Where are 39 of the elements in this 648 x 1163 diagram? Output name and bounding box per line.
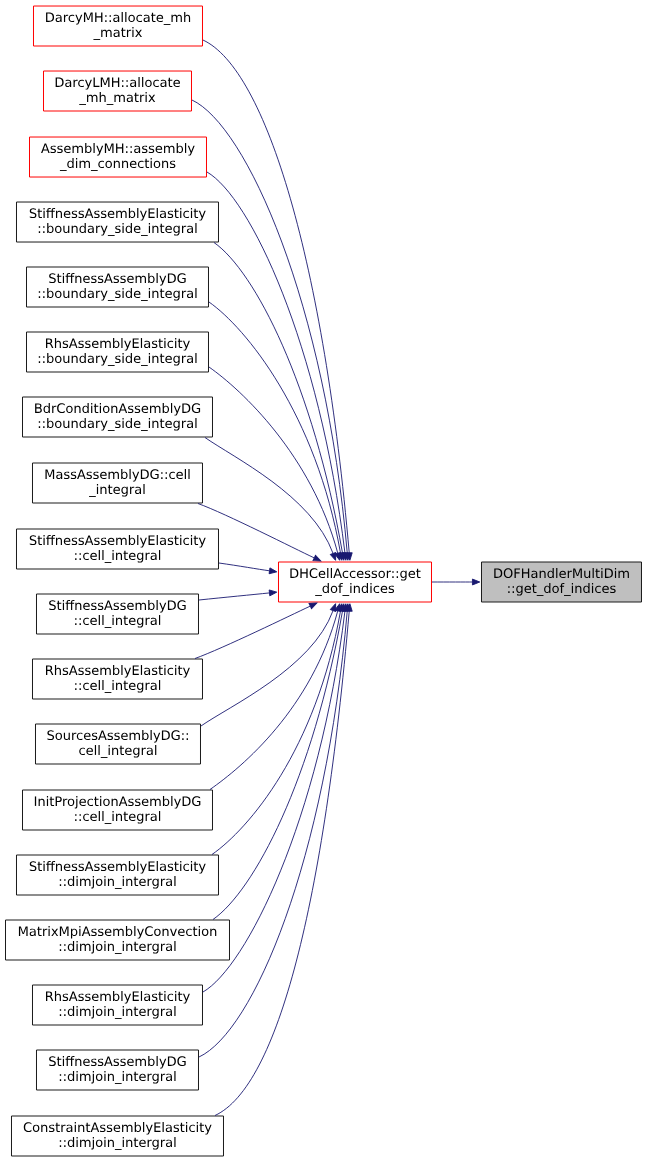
arrow (194, 602, 318, 659)
function-box: BdrConditionAssemblyDG ::boundary_side_integral (22, 396, 213, 438)
arrow (204, 437, 337, 561)
function-box: RhsAssemblyElasticity ::boundary_side_integral (26, 331, 209, 373)
function-box: StiffnessAssemblyElasticity ::dimjoin_intergral (16, 854, 219, 896)
function-box: DOFHandlerMultiDim ::get_dof_indices (481, 561, 642, 603)
arrow (202, 39, 353, 561)
arrow (431, 578, 481, 586)
function-box: MassAssemblyDG::cell _integral (32, 462, 203, 504)
function-box: DarcyMH::allocate_mh _matrix (33, 5, 203, 47)
function-box: InitProjectionAssemblyDG ::cell_integral (22, 789, 213, 831)
function-box: AssemblyMH::assembly _dim_connections (29, 136, 207, 178)
arrow (213, 242, 346, 561)
arrow (209, 603, 342, 790)
function-box: RhsAssemblyElasticity ::cell_integral (32, 658, 203, 700)
arrow (200, 603, 337, 727)
function-box: ConstraintAssemblyElasticity ::dimjoin_intergral (11, 1115, 224, 1157)
function-box: MatrixMpiAssemblyConvection ::dimjoin_intergral (5, 919, 230, 961)
function-box: StiffnessAssemblyDG ::boundary_side_integral (26, 266, 209, 308)
arrow (214, 603, 353, 1116)
function-box: StiffnessAssemblyDG ::dimjoin_intergral (36, 1049, 199, 1091)
arrow (198, 603, 351, 1058)
arrow (208, 301, 344, 561)
function-box: RhsAssemblyElasticity ::dimjoin_intergral (32, 984, 203, 1026)
function-box: SourcesAssemblyDG:: cell_integral (35, 723, 201, 765)
arrow (202, 603, 349, 993)
arrow (212, 603, 346, 920)
arrow (197, 503, 322, 562)
function-box: StiffnessAssemblyDG ::cell_integral (36, 593, 199, 635)
arrow (198, 589, 278, 601)
arrow (206, 171, 349, 561)
arrow (211, 603, 344, 855)
function-box: DHCellAccessor::get _dof_indices (278, 561, 432, 603)
arrow (191, 99, 351, 561)
arrow (208, 366, 342, 561)
function-box: StiffnessAssemblyElasticity ::boundary_side_integral (16, 201, 219, 243)
arrow (218, 562, 278, 575)
function-box: DarcyLMH::allocate _mh_matrix (43, 70, 192, 112)
function-box: StiffnessAssemblyElasticity ::cell_integral (16, 528, 219, 570)
